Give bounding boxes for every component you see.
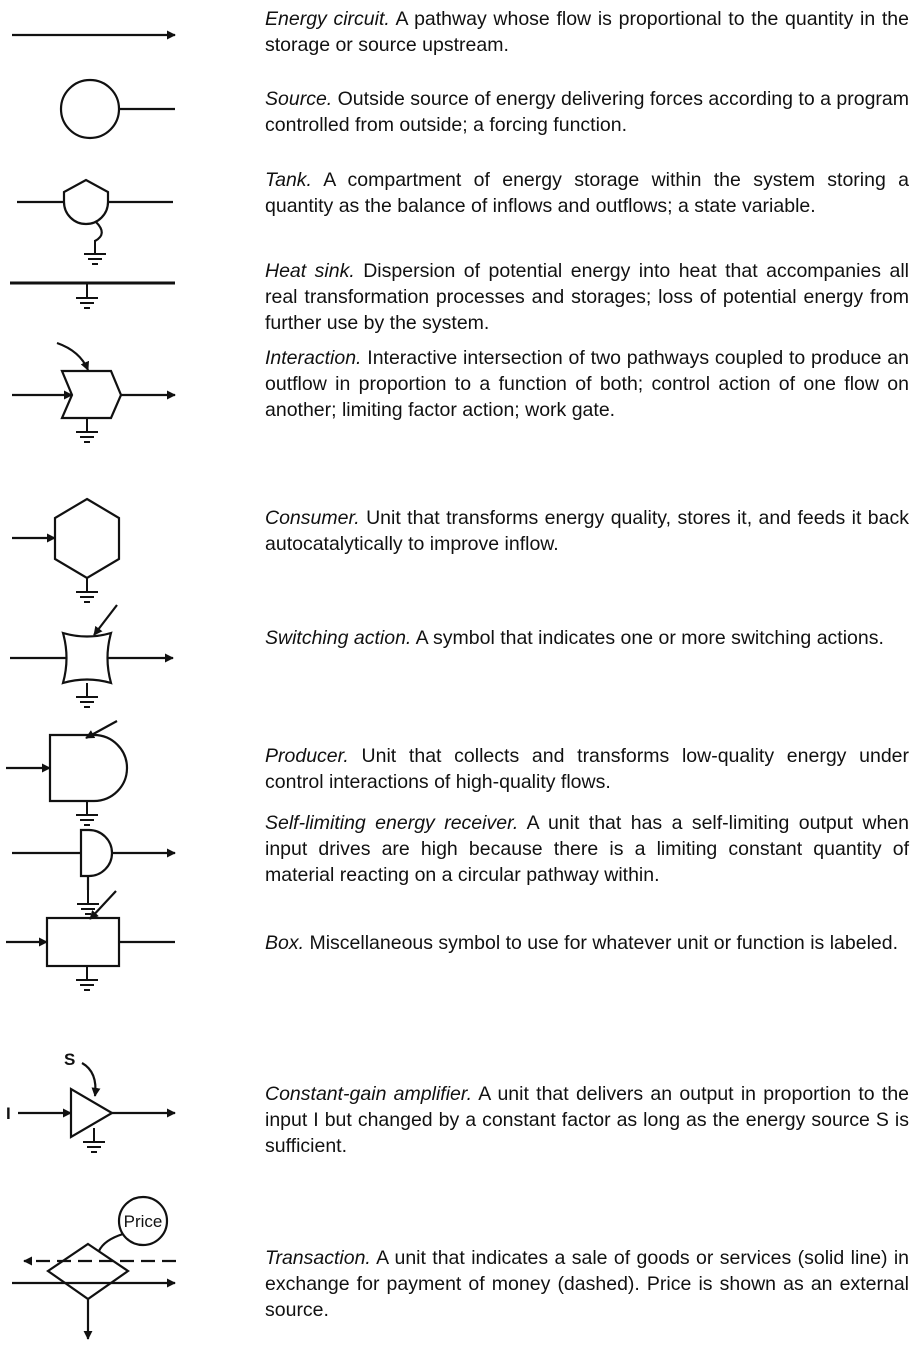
interaction-symbol bbox=[12, 341, 176, 444]
producer-desc: Producer. Unit that collects and transfo… bbox=[265, 743, 909, 795]
heat-sink-symbol bbox=[10, 281, 175, 310]
heat-sink-desc: Heat sink. Dispersion of potential energ… bbox=[265, 258, 909, 336]
tank-desc: Tank. A compartment of energy storage wi… bbox=[265, 167, 909, 219]
entry-text: A compartment of energy storage within t… bbox=[265, 169, 909, 217]
box-desc: Box. Miscellaneous symbol to use for wha… bbox=[265, 930, 909, 956]
entry-text: Unit that transforms energy quality, sto… bbox=[265, 507, 909, 555]
entry-name: Tank. bbox=[265, 169, 312, 191]
amplifier-source-label: S bbox=[64, 1050, 75, 1069]
entry-text: Dispersion of potential energy into heat… bbox=[265, 260, 909, 334]
switching-action-desc: Switching action. A symbol that indicate… bbox=[265, 625, 909, 651]
entry-name: Self-limiting energy receiver. bbox=[265, 812, 519, 834]
entry-name: Consumer. bbox=[265, 507, 360, 529]
entry-name: Producer. bbox=[265, 745, 349, 767]
consumer-desc: Consumer. Unit that transforms energy qu… bbox=[265, 505, 909, 557]
entry-name: Box. bbox=[265, 932, 305, 954]
transaction-symbol bbox=[12, 1195, 176, 1340]
producer-symbol bbox=[6, 720, 129, 827]
entry-name: Switching action. bbox=[265, 627, 412, 649]
self-limiting-receiver-desc: Self-limiting energy receiver. A unit th… bbox=[265, 810, 909, 888]
energy-circuit-desc: Energy circuit. A pathway whose flow is … bbox=[265, 6, 909, 58]
entry-text: Unit that collects and transforms low-qu… bbox=[265, 745, 910, 793]
self-limiting-receiver-symbol bbox=[12, 828, 176, 916]
entry-text: A unit that delivers an output in propor… bbox=[265, 1083, 910, 1157]
transaction-desc: Transaction. A unit that indicates a sal… bbox=[265, 1245, 909, 1323]
entry-text: A symbol that indicates one or more swit… bbox=[415, 627, 884, 649]
entry-name: Energy circuit. bbox=[265, 8, 390, 30]
price-label: Price bbox=[124, 1212, 163, 1231]
symbols-column: S I Price bbox=[6, 30, 176, 1340]
entry-text: Miscellaneous symbol to use for whatever… bbox=[309, 932, 899, 954]
consumer-symbol bbox=[12, 497, 121, 604]
entry-text: A unit that has a self-limiting output w… bbox=[265, 812, 909, 886]
entry-text: Outside source of energy delivering forc… bbox=[265, 88, 909, 136]
source-desc: Source. Outside source of energy deliver… bbox=[265, 86, 909, 138]
interaction-desc: Interaction. Interactive intersection of… bbox=[265, 345, 909, 423]
entry-name: Transaction. bbox=[265, 1247, 371, 1269]
tank-symbol bbox=[17, 178, 173, 266]
entry-name: Interaction. bbox=[265, 347, 362, 369]
amplifier-input-label: I bbox=[6, 1104, 11, 1123]
entry-name: Constant-gain amplifier. bbox=[265, 1083, 473, 1105]
source-symbol bbox=[59, 78, 175, 140]
entry-text: Interactive intersection of two pathways… bbox=[265, 347, 909, 421]
entry-name: Source. bbox=[265, 88, 333, 110]
entry-text: A unit that indicates a sale of goods or… bbox=[265, 1247, 910, 1321]
constant-gain-amplifier-symbol bbox=[18, 1062, 176, 1154]
entry-text: A pathway whose flow is proportional to … bbox=[265, 8, 910, 56]
entry-name: Heat sink. bbox=[265, 260, 355, 282]
box-symbol bbox=[6, 890, 175, 992]
switching-action-symbol bbox=[10, 604, 174, 709]
constant-gain-amplifier-desc: Constant-gain amplifier. A unit that del… bbox=[265, 1081, 909, 1159]
